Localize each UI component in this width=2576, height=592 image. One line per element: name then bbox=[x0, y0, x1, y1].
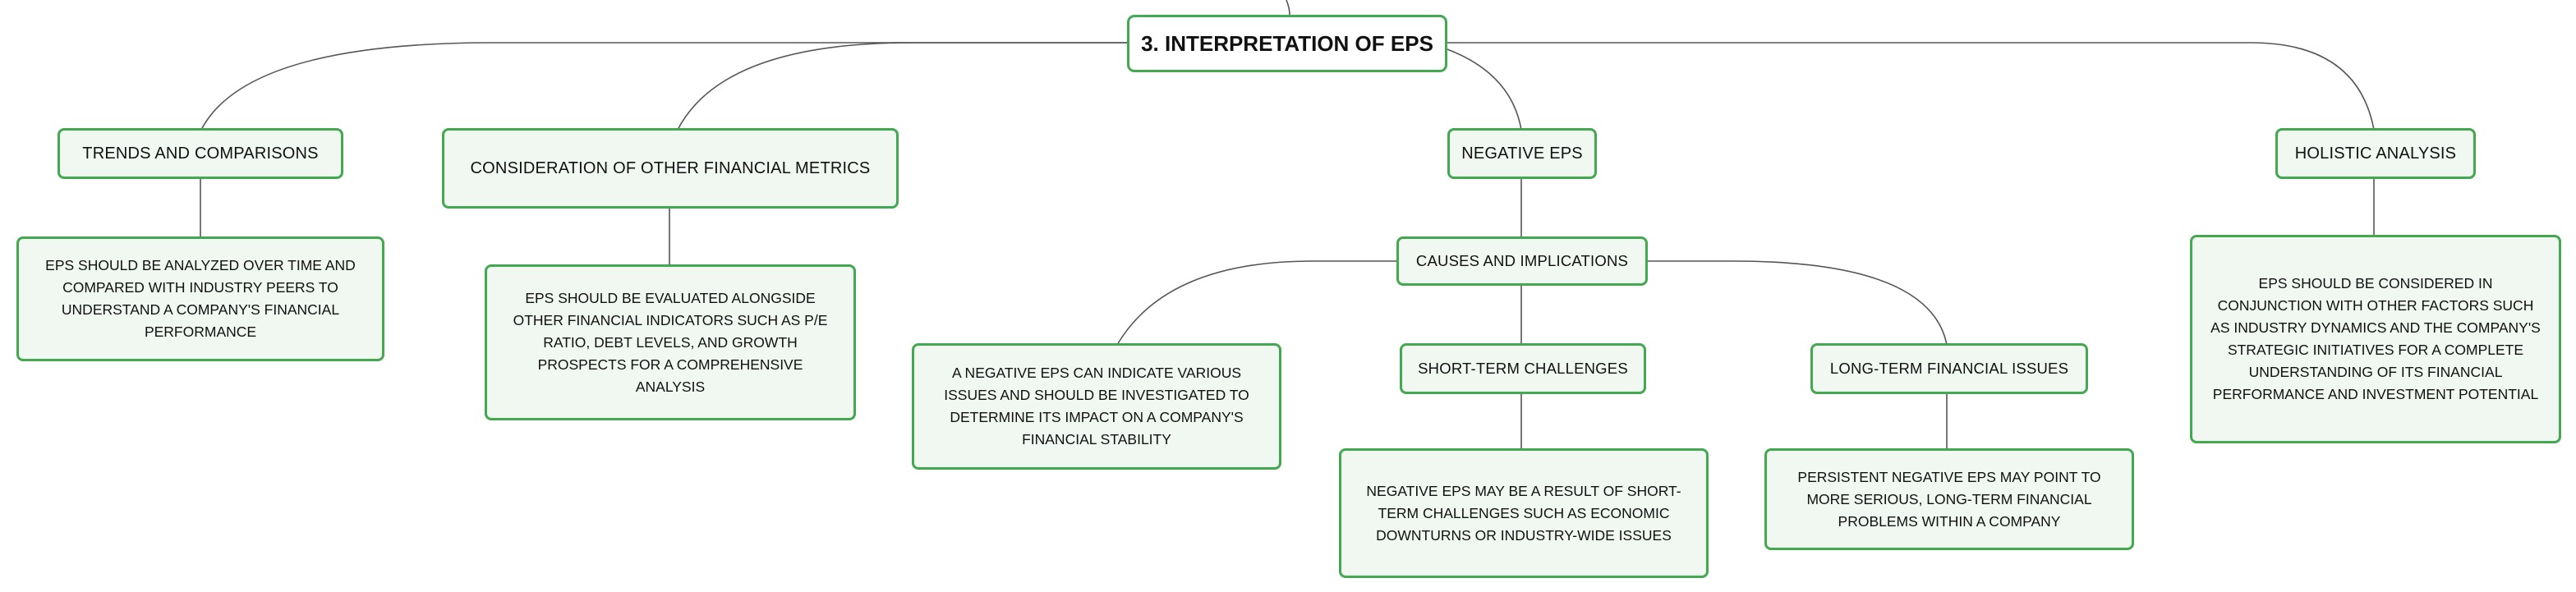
detail-longterm-text: PERSISTENT NEGATIVE EPS MAY POINT TO MOR… bbox=[1797, 468, 2101, 530]
detail-metrics-text: EPS SHOULD BE EVALUATED ALONGSIDE OTHER … bbox=[513, 289, 828, 395]
detail-holistic[interactable]: EPS SHOULD BE CONSIDERED IN CONJUNCTION … bbox=[2190, 235, 2561, 443]
connector-root-negative bbox=[1447, 48, 1522, 131]
connector-root-holistic bbox=[1447, 42, 2375, 131]
connector-root-trends bbox=[200, 42, 1127, 131]
connector-causes-detail bbox=[1116, 260, 1398, 346]
detail-trends[interactable]: EPS SHOULD BE ANALYZED OVER TIME AND COM… bbox=[16, 236, 384, 361]
detail-shortterm-text: NEGATIVE EPS MAY BE A RESULT OF SHORT-TE… bbox=[1366, 482, 1681, 544]
detail-short-term[interactable]: NEGATIVE EPS MAY BE A RESULT OF SHORT-TE… bbox=[1339, 448, 1709, 578]
topic-long-term-financial-issues[interactable]: LONG-TERM FINANCIAL ISSUES bbox=[1810, 343, 2088, 394]
topic-trends-and-comparisons[interactable]: TRENDS AND COMPARISONS bbox=[58, 128, 343, 179]
topic-other-financial-metrics[interactable]: CONSIDERATION OF OTHER FINANCIAL METRICS bbox=[442, 128, 899, 209]
topic-holistic-label: HOLISTIC ANALYSIS bbox=[2294, 144, 2457, 163]
root-node[interactable]: 3. INTERPRETATION OF EPS bbox=[1127, 15, 1447, 72]
connector-root-metrics bbox=[677, 42, 1127, 131]
topic-causes-label: CAUSES AND IMPLICATIONS bbox=[1415, 252, 1629, 269]
connector-causes-longterm bbox=[1644, 260, 1948, 346]
detail-long-term[interactable]: PERSISTENT NEGATIVE EPS MAY POINT TO MOR… bbox=[1764, 448, 2134, 550]
topic-short-term-challenges[interactable]: SHORT-TERM CHALLENGES bbox=[1400, 343, 1646, 394]
topic-causes-and-implications[interactable]: CAUSES AND IMPLICATIONS bbox=[1396, 236, 1648, 286]
detail-causes-text: A NEGATIVE EPS CAN INDICATE VARIOUS ISSU… bbox=[944, 365, 1249, 447]
topic-trends-label: TRENDS AND COMPARISONS bbox=[82, 144, 319, 163]
detail-metrics[interactable]: EPS SHOULD BE EVALUATED ALONGSIDE OTHER … bbox=[485, 264, 856, 420]
topic-negative-label: NEGATIVE EPS bbox=[1461, 144, 1583, 163]
topic-shortterm-label: SHORT-TERM CHALLENGES bbox=[1418, 360, 1628, 377]
topic-metrics-label: CONSIDERATION OF OTHER FINANCIAL METRICS bbox=[470, 158, 871, 177]
detail-causes[interactable]: A NEGATIVE EPS CAN INDICATE VARIOUS ISSU… bbox=[912, 343, 1281, 470]
topic-negative-eps[interactable]: NEGATIVE EPS bbox=[1447, 128, 1597, 179]
topic-longterm-label: LONG-TERM FINANCIAL ISSUES bbox=[1829, 360, 2069, 377]
topic-holistic-analysis[interactable]: HOLISTIC ANALYSIS bbox=[2275, 128, 2476, 179]
root-node-label: 3. INTERPRETATION OF EPS bbox=[1141, 30, 1433, 56]
detail-trends-text: EPS SHOULD BE ANALYZED OVER TIME AND COM… bbox=[45, 257, 356, 340]
detail-holistic-text: EPS SHOULD BE CONSIDERED IN CONJUNCTION … bbox=[2210, 275, 2541, 402]
connector-root-parent bbox=[1286, 0, 1290, 16]
